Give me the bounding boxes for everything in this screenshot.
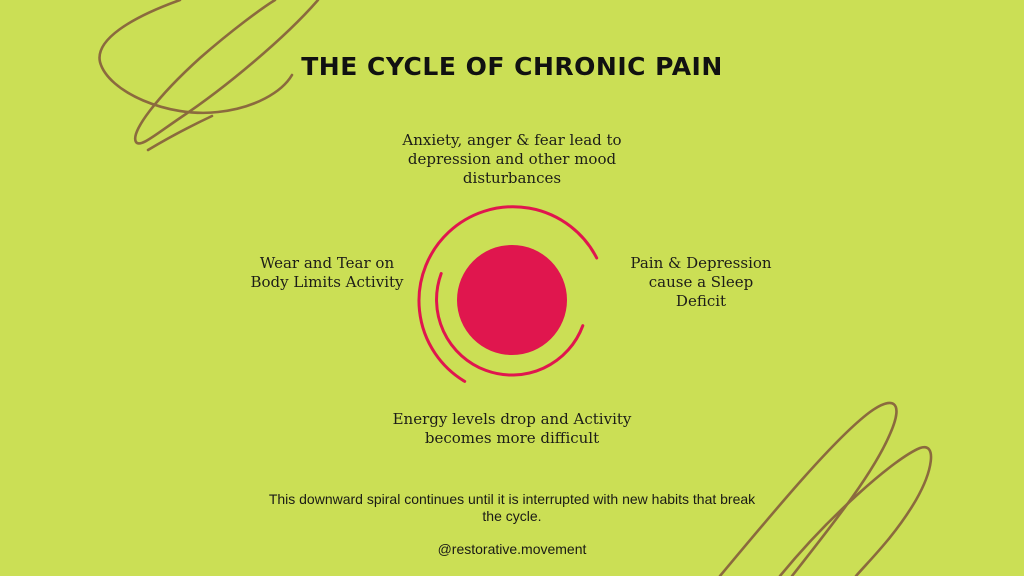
- summary-text: This downward spiral continues until it …: [268, 491, 756, 524]
- cycle-step-right: Pain & Depression cause a Sleep Deficit: [630, 254, 772, 310]
- inner-cycle-arc: [435, 272, 585, 377]
- cycle-step-bottom: Energy levels drop and Activity becomes …: [392, 410, 632, 447]
- cycle-step-left: Wear and Tear on Body Limits Activity: [250, 254, 404, 291]
- cycle-graphic: [417, 205, 599, 383]
- scribble-decoration-top-left: [98, 0, 320, 152]
- social-handle: @restorative.movement: [437, 541, 587, 557]
- center-circle: [457, 245, 567, 355]
- outer-cycle-arc: [417, 205, 599, 383]
- page-title: THE CYCLE OF CHRONIC PAIN: [301, 52, 723, 81]
- scribble-decoration-bottom-right: [718, 401, 933, 576]
- cycle-step-top: Anxiety, anger & fear lead to depression…: [402, 131, 622, 187]
